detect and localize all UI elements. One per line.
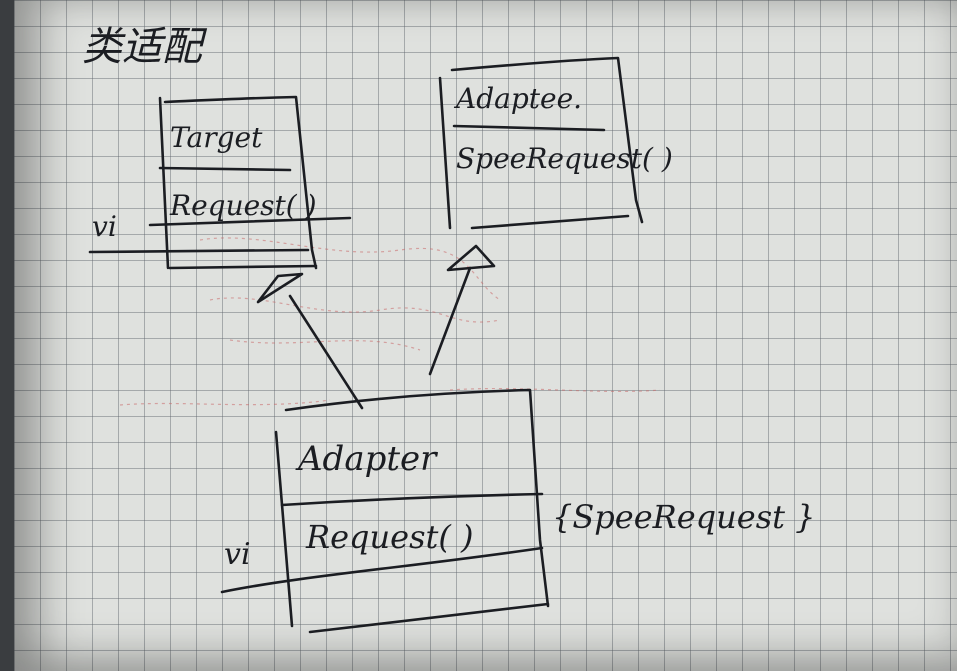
arrow-line-target [288, 294, 364, 410]
adaptee-bottom-line [470, 214, 630, 230]
target-bottom-border [168, 264, 318, 270]
adapter-divider [280, 492, 544, 507]
target-right-border [163, 95, 318, 270]
target-modifier: vi [92, 210, 117, 243]
arrow-head-adaptee [446, 244, 496, 272]
target-name: Target [170, 121, 263, 154]
inheritance-arrow-target [256, 272, 364, 410]
diagram-title: 类适配 [82, 24, 208, 70]
adaptee-method: SpeeRequest( ) [456, 142, 673, 175]
arrow-line-adaptee [428, 266, 472, 376]
adaptee-left-border [438, 76, 452, 230]
target-left-border [158, 96, 170, 270]
adaptee-class: Adaptee. SpeeRequest( ) [438, 56, 673, 230]
target-class: Target Request( ) vi [88, 95, 352, 270]
adapter-class: Adapter Request( ) vi {SpeeRequest } [220, 388, 816, 634]
adapter-name: Adapter [295, 439, 438, 479]
adapter-right-border [284, 388, 550, 608]
adapter-underline [220, 546, 544, 594]
grid-paper [14, 0, 957, 671]
red-bleed-through [119, 237, 661, 406]
target-underline [88, 248, 310, 254]
arrow-head-target [256, 272, 304, 304]
target-divider [158, 166, 292, 172]
adapter-method: Request( ) [305, 518, 473, 556]
adaptee-name: Adaptee. [453, 82, 582, 115]
adapter-modifier: vi [224, 537, 251, 572]
adapter-bottom-border [308, 602, 550, 634]
target-method: Request( ) [169, 189, 317, 222]
target-method-line [148, 216, 352, 227]
inheritance-arrow-adaptee [428, 244, 496, 376]
adaptee-right-border [450, 56, 644, 224]
adapter-left-border [274, 430, 294, 628]
adaptee-divider [452, 124, 606, 132]
adapter-note: {SpeeRequest } [552, 498, 816, 536]
